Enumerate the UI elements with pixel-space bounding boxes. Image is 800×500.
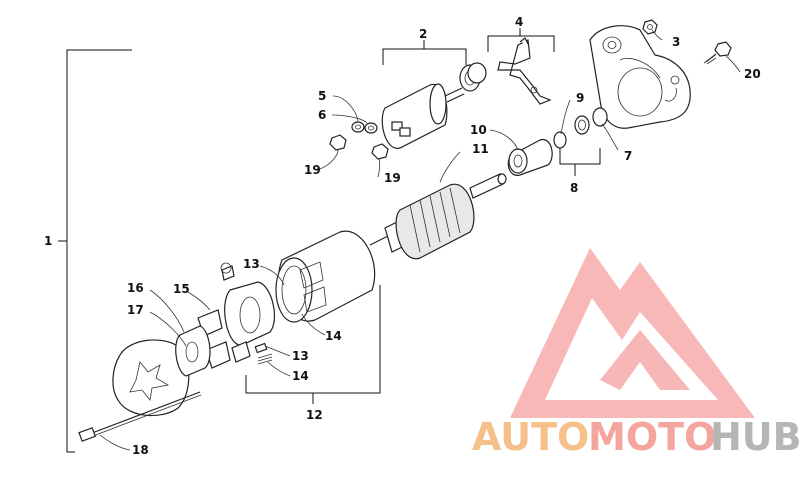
- callout-6: 6: [318, 108, 326, 122]
- plate-16-17: [175, 325, 211, 377]
- rings-7-9: [553, 107, 608, 149]
- through-bolt-18: [78, 391, 202, 442]
- watermark-auto: AUTO: [472, 415, 589, 459]
- washers-5-6: [329, 121, 389, 160]
- watermark-triangle-core: [600, 330, 690, 390]
- pinion-clutch-10: [507, 139, 553, 176]
- callout-14-bottom: 14: [292, 369, 309, 383]
- callout-13-top: 13: [243, 257, 260, 271]
- callout-5: 5: [318, 89, 326, 103]
- callout-7: 7: [624, 149, 632, 163]
- callout-19-left: 19: [304, 163, 321, 177]
- shift-lever-4: [497, 37, 552, 105]
- solenoid-2: [381, 83, 465, 149]
- callout-15: 15: [173, 282, 190, 296]
- bracket-solenoid-2: [382, 40, 467, 65]
- callout-20: 20: [744, 67, 761, 81]
- callout-13-bottom: 13: [292, 349, 309, 363]
- callout-2: 2: [419, 27, 427, 41]
- yoke-12: [275, 230, 376, 323]
- end-cover: [112, 339, 190, 417]
- front-housing: [589, 25, 691, 129]
- watermark-text: AUTO MOTO HUB: [472, 415, 800, 459]
- armature-11: [369, 173, 507, 260]
- callout-19-right: 19: [384, 171, 401, 185]
- watermark-logo: [510, 248, 755, 418]
- bracket-assembly-1: [58, 49, 132, 453]
- callout-11: 11: [472, 142, 489, 156]
- brush-springs-13-14: [254, 342, 273, 365]
- callout-17: 17: [127, 303, 144, 317]
- callout-4: 4: [515, 15, 523, 29]
- callout-labels: 1 2 3 4 5 6 7 8 9 10 11 12 13 13 14 14 1…: [44, 15, 761, 457]
- watermark-hub: HUB: [710, 415, 800, 459]
- bolt-20: [703, 41, 732, 65]
- leader-lines: [99, 29, 741, 451]
- callout-12: 12: [306, 408, 323, 422]
- bracket-clutch-8: [559, 148, 601, 176]
- callout-8: 8: [570, 181, 578, 195]
- watermark-moto: MOTO: [588, 415, 716, 459]
- callout-18: 18: [132, 443, 149, 457]
- callout-9: 9: [576, 91, 584, 105]
- plunger: [459, 62, 487, 92]
- callout-1: 1: [44, 234, 52, 248]
- callout-10: 10: [470, 123, 487, 137]
- bracket-lever-4: [487, 28, 555, 52]
- callout-16: 16: [127, 281, 144, 295]
- callout-3: 3: [672, 35, 680, 49]
- callout-14-right: 14: [325, 329, 342, 343]
- nut-3: [642, 19, 658, 35]
- bracket-yoke-12: [245, 285, 381, 404]
